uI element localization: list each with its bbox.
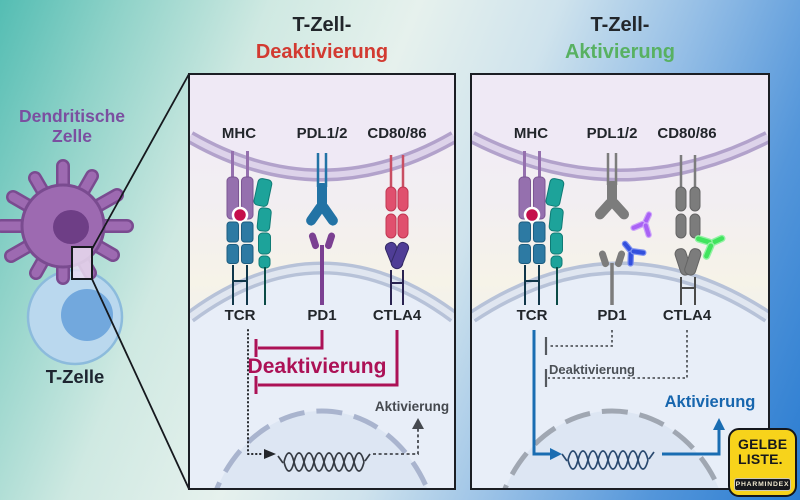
activation-title-line2: Aktivierung [564, 41, 676, 63]
zoom-region-connector [71, 73, 190, 490]
cd8086-label: CD80/86 [657, 125, 717, 142]
deactivation-signal-label: Deaktivierung [247, 355, 387, 378]
deactivation-title-line1: T-Zell- [292, 14, 352, 36]
activation-title-line1: T-Zell- [590, 14, 650, 36]
mhc-tcr-complex [518, 151, 565, 305]
dendritic-cell-illustration [0, 159, 134, 285]
t-cell-label: T-Zelle [45, 366, 105, 387]
pd1-label: PD1 [597, 307, 627, 324]
pdl12-label: PDL1/2 [586, 125, 638, 142]
logo-tagline: PHARMINDEX [734, 478, 791, 491]
activation-panel: MHC PDL1/2 CD80/86 TCR PD1 CTLA4 Deaktiv… [470, 73, 770, 490]
dendritic-cytoplasm [472, 75, 768, 175]
antibody-blue-icon [621, 240, 647, 267]
cd8086-label: CD80/86 [367, 125, 427, 142]
tcr-signal-arrow [247, 329, 276, 459]
coreceptor [545, 178, 565, 269]
logo-wordmark: GELBE LISTE. [738, 436, 788, 468]
antigen-peptide [523, 206, 541, 224]
activation-signal-label: Aktivierung [374, 399, 450, 414]
pd1-inhibition-bar-inactive [544, 330, 613, 355]
nucleus [214, 408, 430, 488]
tcr-label: TCR [516, 307, 548, 324]
nucleus [502, 408, 722, 488]
activation-arrow-solid [662, 418, 725, 456]
antibody-green-icon [694, 234, 726, 260]
deactivation-panel-title: T-Zell- Deaktivierung [188, 12, 456, 66]
activation-signal-label: Aktivierung [664, 393, 756, 411]
cd8086-receptor-blocked [675, 155, 701, 239]
tcell-membrane [472, 261, 768, 323]
ctla4-inhibition-bar-inactive [544, 330, 688, 387]
dendritic-membrane [472, 131, 768, 182]
gelbe-liste-logo: GELBE LISTE. PHARMINDEX [728, 428, 797, 497]
mhc-label: MHC [513, 125, 549, 142]
t-cell-illustration [26, 268, 124, 366]
ctla4-label: CTLA4 [372, 307, 422, 324]
mhc-label: MHC [221, 125, 257, 142]
cd8086-receptor [385, 155, 409, 239]
pdl12-receptor [306, 153, 338, 226]
coreceptor [253, 178, 273, 269]
activation-arrow-dashed [373, 418, 424, 455]
dna-icon [561, 450, 655, 470]
deactivation-panel-art [190, 75, 454, 488]
dna-icon [277, 452, 371, 472]
tcr-label: TCR [224, 307, 256, 324]
ctla4-receptor [384, 241, 410, 305]
ctla4-inhibition-bar [254, 330, 399, 394]
ctla4-receptor-blocked [674, 248, 702, 305]
dendritic-membrane [190, 131, 454, 182]
tcr-signal-arrow [532, 330, 562, 460]
antibody-violet-icon [630, 211, 653, 239]
pd1-inhibition-bar [254, 330, 324, 357]
deactivation-panel: MHC PDL1/2 CD80/86 TCR PD1 CTLA4 Deaktiv… [188, 73, 456, 490]
dendritic-cytoplasm [190, 75, 454, 175]
deactivation-signal-label: Deaktivierung [549, 362, 635, 377]
pdl12-label: PDL1/2 [296, 125, 348, 142]
deactivation-title-line2: Deaktivierung [255, 41, 389, 63]
ctla4-label: CTLA4 [662, 307, 712, 324]
pd1-receptor-blocked [598, 250, 626, 305]
pd1-label: PD1 [307, 307, 337, 324]
dendritic-cell-label: Dendritische Zelle [19, 106, 125, 147]
activation-panel-title: T-Zell- Aktivierung [470, 12, 770, 66]
activation-panel-art [472, 75, 768, 488]
pd1-receptor [308, 232, 336, 305]
pdl12-receptor-blocked [594, 153, 630, 220]
logo-line1: GELBE [738, 436, 788, 452]
logo-line2: LISTE. [738, 451, 783, 468]
antigen-peptide [231, 206, 249, 224]
mhc-tcr-complex [226, 151, 273, 305]
